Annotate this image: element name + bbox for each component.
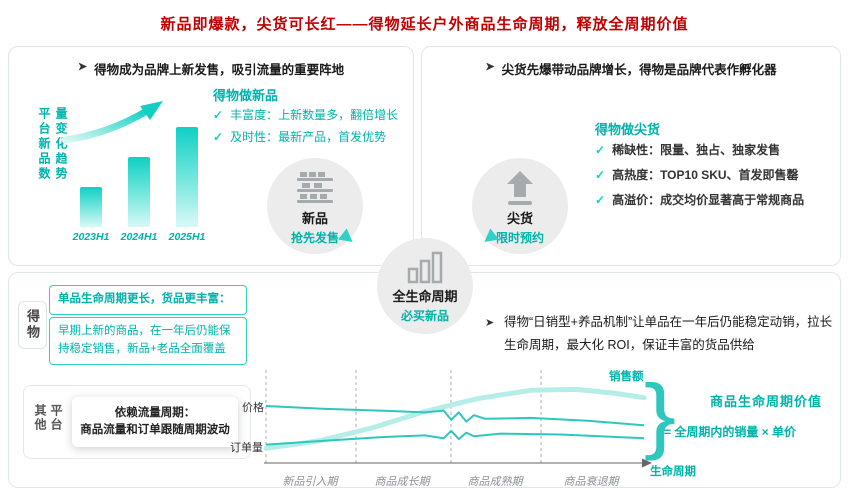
circle-hot-item: 尖货 限时预约 bbox=[472, 158, 568, 254]
panel-hot-header: ➤ 尖货先爆带动品牌增长，得物是品牌代表作孵化器 bbox=[422, 59, 840, 78]
bullet-text: 丰富度：上新数量多，翻倍增长 bbox=[230, 108, 399, 122]
panel-new-header-text: 得物成为品牌上新发售，吸引流量的重要阵地 bbox=[94, 63, 345, 77]
phase-growth: 商品成长期 bbox=[373, 476, 432, 488]
check-icon: ✓ bbox=[213, 130, 224, 144]
series-sales bbox=[263, 386, 647, 451]
orders-axis-label: 订单量 bbox=[230, 442, 263, 454]
bar-label: 2025H1 bbox=[168, 231, 206, 243]
bar-chart-icon bbox=[407, 251, 443, 284]
new-product-bar-chart: 2023H1 2024H1 2025H1 bbox=[73, 127, 205, 243]
circle-new-subtitle: 抢先发售 bbox=[290, 231, 339, 245]
bullet-text: 高溢价：成交均价显著高于常规商品 bbox=[612, 193, 805, 207]
sales-label: 销售额 bbox=[609, 371, 644, 383]
price-axis-label: 价格 bbox=[242, 402, 264, 414]
pointer-icon: ➤ bbox=[77, 61, 88, 73]
bullet-timeliness: ✓ 及时性：最新产品，首发优势 bbox=[213, 130, 386, 145]
circle-lifecycle: 全生命周期 必买新品 bbox=[377, 238, 473, 334]
dewu-new-subhead: 得物做新品 bbox=[213, 88, 279, 103]
bar-2023H1 bbox=[80, 187, 102, 227]
phase-decline: 商品衰退期 bbox=[562, 476, 621, 488]
circle-hot-title: 尖货 bbox=[506, 211, 533, 226]
bar-column: 2023H1 bbox=[73, 187, 109, 243]
dewu-hot-subhead: 得物做尖货 bbox=[595, 122, 661, 137]
dewu-advantage-detail: 早期上新的商品，在一年后仍能保持稳定销售，新品+老品全面覆盖 bbox=[49, 317, 247, 365]
check-icon: ✓ bbox=[595, 143, 606, 157]
check-icon: ✓ bbox=[595, 193, 606, 207]
panel-new-product-launch: ➤ 得物成为品牌上新发售，吸引流量的重要阵地 平台新品数量变化趋势 2023H1… bbox=[8, 46, 414, 266]
arrow-up-icon bbox=[507, 171, 533, 205]
bullet-text: 高热度：TOP10 SKU、首发即售罄 bbox=[612, 168, 799, 182]
circle-hot-subtitle: 限时预约 bbox=[495, 231, 544, 245]
bar-column: 2025H1 bbox=[169, 127, 205, 243]
other-platform-label: 其他平台 bbox=[33, 404, 63, 432]
brace-icon: } bbox=[643, 367, 677, 461]
circle-lifecycle-title: 全生命周期 bbox=[392, 289, 458, 304]
lifecycle-chart bbox=[263, 370, 652, 468]
slide-title: 新品即爆款，尖货可长红——得物延长户外商品生命周期，释放全周期价值 bbox=[160, 16, 689, 33]
lifecycle-note-text: 得物“日销型+养品机制”让单品在一年后仍能稳定动销，拉长生命周期，最大化 ROI… bbox=[504, 315, 833, 353]
lifecycle-value-formula: = 全周期内的销量 × 单价 bbox=[664, 425, 797, 439]
series-orders bbox=[265, 429, 645, 446]
dewu-platform-label: 得物 bbox=[18, 301, 47, 349]
dewu-advantage-lead: 单品生命周期更长，货品更丰富： bbox=[49, 285, 247, 315]
panel-new-header: ➤ 得物成为品牌上新发售，吸引流量的重要阵地 bbox=[9, 59, 413, 78]
bar-label: 2024H1 bbox=[120, 231, 158, 243]
phase-maturity: 商品成熟期 bbox=[466, 476, 525, 488]
bar-2024H1 bbox=[128, 157, 150, 227]
series-price bbox=[265, 405, 645, 427]
bullet-text: 稀缺性：限量、独占、独家发售 bbox=[612, 143, 781, 157]
lifecycle-note: ➤ 得物“日销型+养品机制”让单品在一年后仍能稳定动销，拉长生命周期，最大化 R… bbox=[485, 311, 841, 357]
pointer-icon: ➤ bbox=[485, 317, 495, 329]
bar-label: 2023H1 bbox=[72, 231, 110, 243]
shelf-icon bbox=[297, 172, 333, 203]
other-card-detail: 商品流量和订单跟随周期波动 bbox=[80, 424, 230, 436]
phase-introduction: 新品引入期 bbox=[281, 476, 340, 488]
x-axis-label: 生命周期 bbox=[650, 466, 696, 478]
bullet-richness: ✓ 丰富度：上新数量多，翻倍增长 bbox=[213, 108, 398, 123]
bar-chart-title: 平台新品数量变化趋势 bbox=[37, 107, 68, 182]
bar-2025H1 bbox=[176, 127, 198, 227]
other-card-lead: 依赖流量周期： bbox=[114, 406, 196, 419]
bullet-scarcity: ✓ 稀缺性：限量、独占、独家发售 bbox=[595, 143, 780, 158]
check-icon: ✓ bbox=[595, 168, 606, 182]
bullet-premium: ✓ 高溢价：成交均价显著高于常规商品 bbox=[595, 193, 804, 208]
lifecycle-value-title: 商品生命周期价值 bbox=[709, 394, 822, 409]
panel-hot-header-text: 尖货先爆带动品牌增长，得物是品牌代表作孵化器 bbox=[501, 63, 777, 77]
check-icon: ✓ bbox=[213, 108, 224, 122]
bar-column: 2024H1 bbox=[121, 157, 157, 243]
other-platform-row: 其他平台 依赖流量周期： 商品流量和订单跟随周期波动 bbox=[23, 385, 251, 459]
bullet-popularity: ✓ 高热度：TOP10 SKU、首发即售罄 bbox=[595, 168, 799, 183]
pointer-icon: ➤ bbox=[485, 61, 495, 73]
bullet-text: 及时性：最新产品，首发优势 bbox=[230, 130, 387, 144]
circle-new-product: 新品 抢先发售 bbox=[267, 158, 363, 254]
circle-new-title: 新品 bbox=[301, 211, 328, 226]
growth-arrow-icon bbox=[61, 101, 163, 144]
other-platform-card: 依赖流量周期： 商品流量和订单跟随周期波动 bbox=[72, 396, 238, 448]
circle-lifecycle-subtitle: 必买新品 bbox=[400, 309, 449, 323]
